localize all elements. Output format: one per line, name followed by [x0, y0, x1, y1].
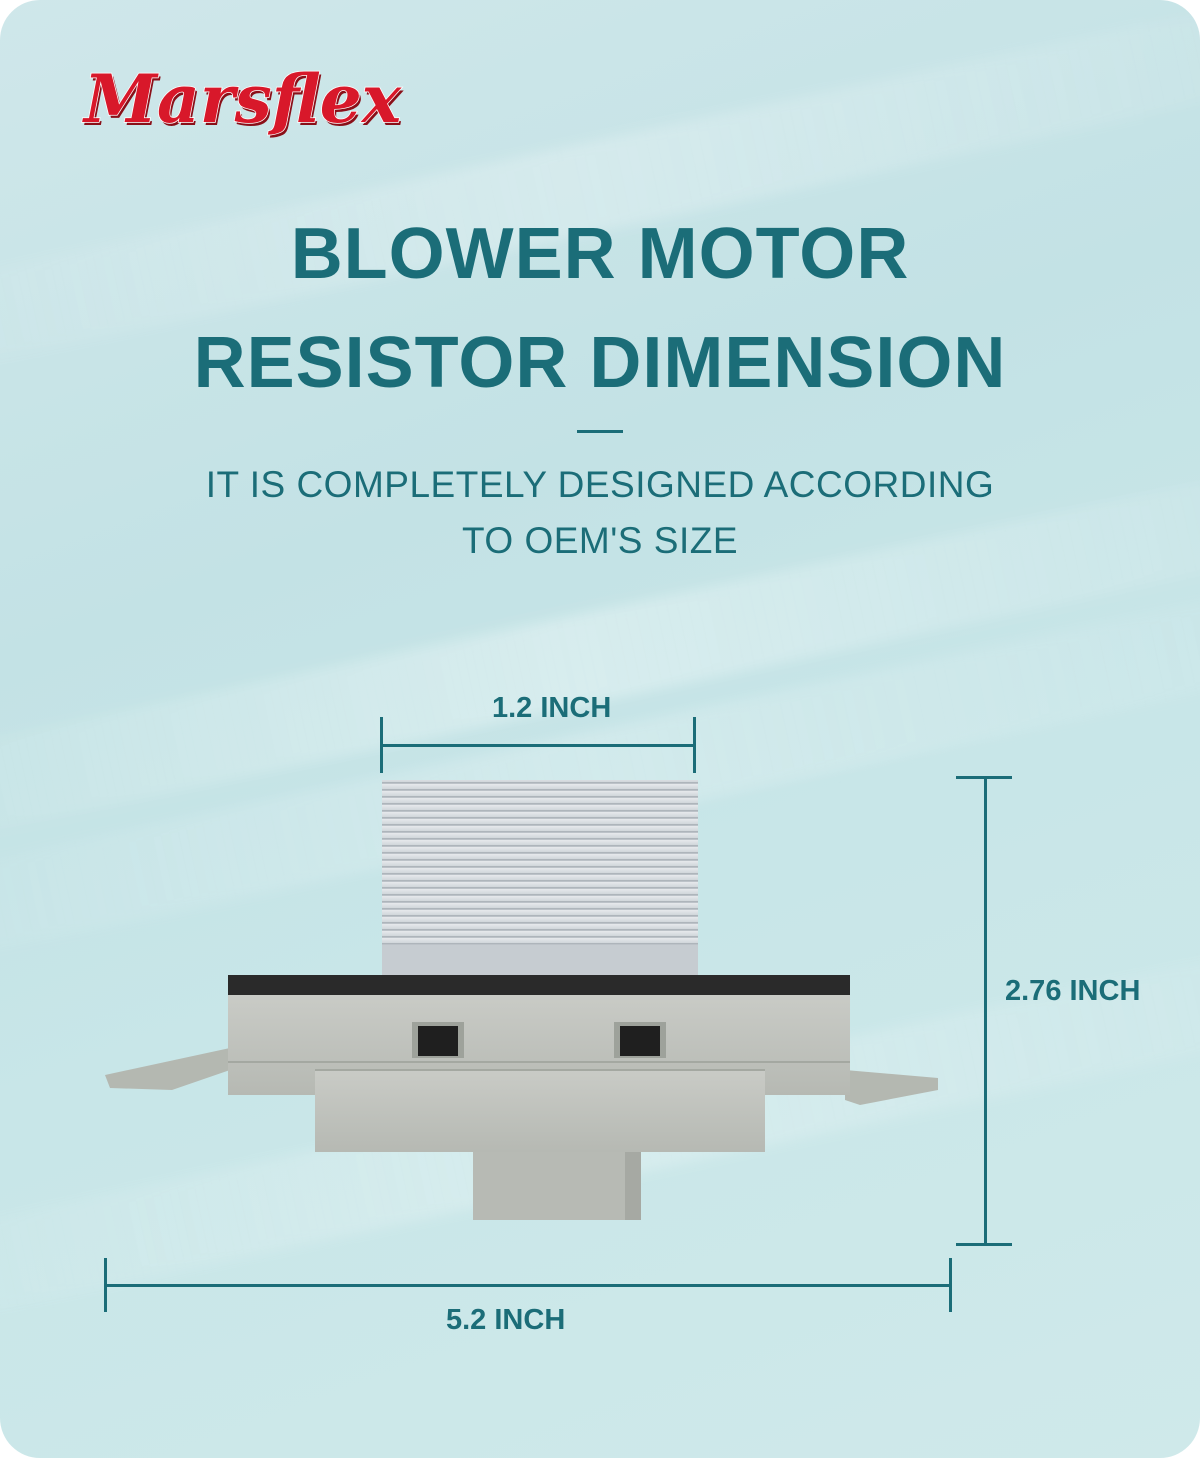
brand-logo-text: Marsflex: [82, 60, 402, 138]
top-width-tick-left: [380, 717, 383, 773]
height-line: [984, 777, 987, 1245]
subtitle-line-2: TO OEM'S SIZE: [461, 520, 739, 561]
mount-tab-right: [845, 1070, 938, 1105]
window-left: [418, 1026, 458, 1056]
svg-text:Marsflex: Marsflex: [84, 63, 404, 141]
top-width-label: 1.2 INCH: [492, 692, 612, 724]
height-tick-bottom: [956, 1243, 1012, 1246]
total-width-label: 5.2 INCH: [446, 1304, 566, 1336]
brand-logo: Marsflex Marsflex: [81, 59, 404, 141]
page-title-line-1: BLOWER MOTOR: [290, 214, 910, 294]
total-width-tick-left: [104, 1258, 107, 1312]
page-title-line-2: RESISTOR DIMENSION: [193, 323, 1007, 403]
mount-tab-left: [105, 1048, 230, 1090]
total-width-line: [105, 1284, 951, 1287]
window-right: [620, 1026, 660, 1056]
title-divider: [577, 430, 623, 433]
gasket: [228, 975, 850, 995]
top-width-line: [380, 744, 696, 747]
total-width-tick-right: [949, 1258, 952, 1312]
height-tick-top: [956, 776, 1012, 779]
top-width-tick-right: [693, 717, 696, 773]
height-label: 2.76 INCH: [1005, 975, 1141, 1007]
connector-plug: [473, 1152, 641, 1220]
subtitle-line-1: IT IS COMPLETELY DESIGNED ACCORDING: [205, 464, 995, 505]
resistor-illustration: [105, 780, 938, 1220]
heat-sink: [382, 780, 698, 945]
connector-housing: [315, 1070, 765, 1152]
